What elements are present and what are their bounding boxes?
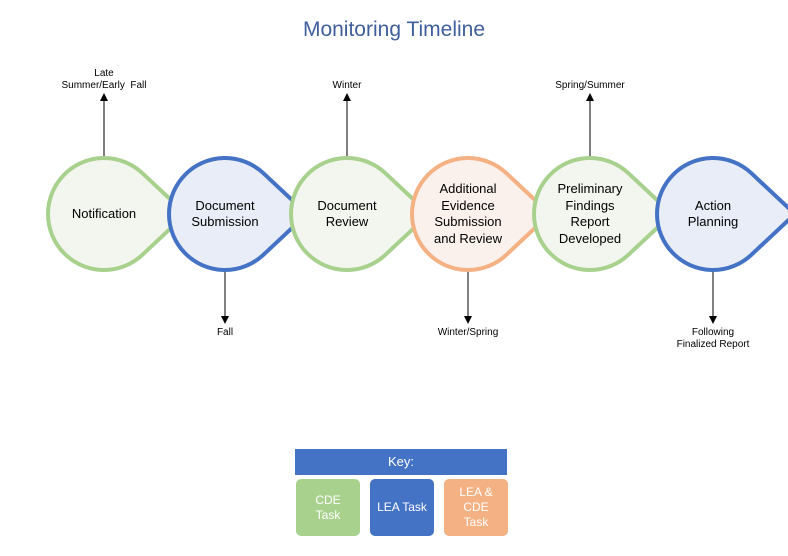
key-item-label: LEA Task [377, 500, 427, 514]
timing-label-line: Summer/Early Fall [61, 80, 147, 91]
key-header: Key: [295, 449, 507, 475]
stage-shape-additional-evidence-submission-and-review [410, 156, 553, 272]
stage-label-line: Developed [558, 230, 622, 246]
stage-label-line: Submission [434, 214, 502, 229]
stage-label-line: Action [694, 197, 732, 213]
timing-label-line: Spring/Summer [555, 80, 625, 91]
stage-shape-preliminary-findings-report-developed [532, 156, 675, 272]
stage-shape-document-review [289, 156, 432, 272]
timing-label-line: Late [94, 68, 114, 79]
timing-label-line: Finalized Report [676, 339, 750, 350]
stage-shape-action-planning [655, 156, 788, 272]
diagram-title: Monitoring Timeline [302, 18, 486, 41]
stage-label-line: Findings [565, 197, 615, 213]
stage-shape-document-submission [167, 156, 310, 272]
timing-label-line: Winter [332, 80, 362, 91]
key-item-label: Task [315, 507, 341, 522]
timing-label-preliminary-findings-report-developed: Spring/Summer [530, 80, 650, 92]
timing-label-additional-evidence-submission-and-review: Winter/Spring [408, 327, 528, 339]
key-item-lea: LEA Task [370, 479, 434, 536]
stage-label-line: Notification [71, 205, 137, 221]
timing-label-document-submission: Fall [165, 327, 285, 339]
stage-label-line: Planning [687, 214, 739, 229]
stage-label-notification: Notification [56, 206, 152, 223]
stage-label-line: Document [195, 197, 255, 213]
stage-shape-notification [46, 156, 189, 272]
key-item-label: Task [463, 515, 489, 529]
timing-label-line: Winter/Spring [437, 327, 499, 338]
stage-label-line: Additional [439, 181, 497, 196]
key-item-label: CDE [315, 492, 341, 507]
timing-label-line: Following [691, 327, 735, 338]
stage-label-line: and Review [434, 230, 502, 246]
stage-label-line: Review [325, 214, 369, 229]
key-item-label: CDE [463, 500, 489, 514]
stage-label-line: Report [570, 214, 610, 229]
key-item-label: LEA & [459, 485, 493, 499]
stage-label-line: Submission [191, 214, 259, 229]
timing-label-line: Fall [216, 327, 234, 338]
timing-label-document-review: Winter [287, 80, 407, 92]
stage-label-line: Document [317, 197, 377, 213]
stage-label-line: Evidence [441, 197, 495, 213]
stage-label-line: Preliminary [557, 181, 623, 196]
